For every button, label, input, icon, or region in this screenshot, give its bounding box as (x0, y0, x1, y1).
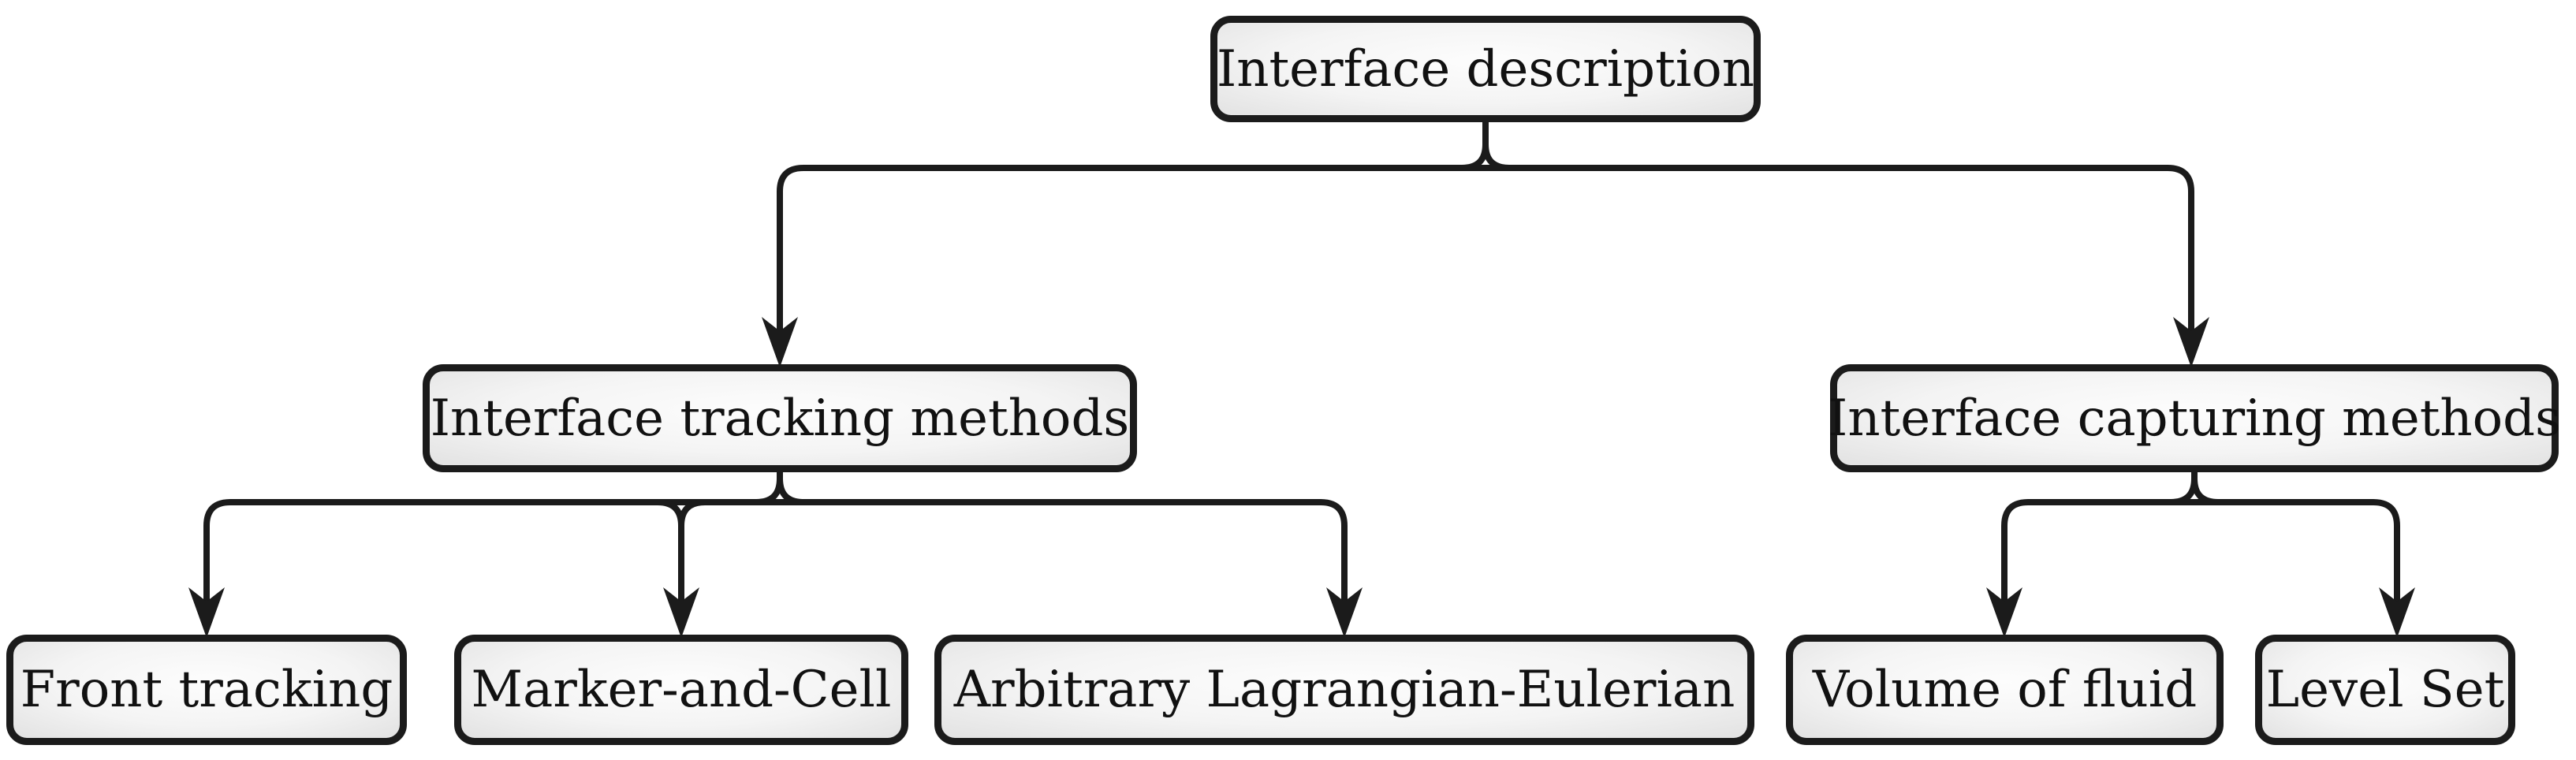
arrowhead (188, 587, 225, 638)
node-label: Volume of fluid (1812, 661, 2198, 719)
node-label: Interface description (1216, 39, 1755, 99)
node-label: Interface capturing methods (1828, 389, 2561, 448)
node-level-set: Level Set (2255, 635, 2515, 745)
node-label: Arbitrary Lagrangian-Eulerian (953, 661, 1735, 719)
connector-capturing-stub (2170, 470, 2219, 505)
node-front-tracking: Front tracking (6, 635, 407, 745)
node-label: Level Set (2265, 661, 2505, 719)
node-volume-of-fluid: Volume of fluid (1786, 635, 2224, 745)
node-label: Interface tracking methods (430, 389, 1130, 448)
connector-tracking-rail (203, 499, 1348, 602)
connector-root-rail (777, 165, 2194, 331)
node-label: Marker-and-Cell (471, 661, 892, 719)
node-label: Front tracking (20, 661, 393, 719)
arrowhead (1986, 587, 2022, 638)
node-marker-and-cell: Marker-and-Cell (454, 635, 908, 745)
arrowhead (762, 317, 798, 367)
arrowhead (663, 587, 699, 638)
connector-root-stub (1461, 118, 1510, 171)
connector-capturing-rail (2001, 499, 2400, 602)
arrowhead (2379, 587, 2415, 638)
connector-tracking-stub (755, 470, 804, 505)
arrowhead (2173, 317, 2209, 367)
node-interface-capturing-methods: Interface capturing methods (1828, 364, 2561, 472)
node-interface-description: Interface description (1210, 16, 1761, 122)
connector-tracking-middle-drop (657, 499, 706, 602)
node-interface-tracking-methods: Interface tracking methods (423, 364, 1137, 472)
node-arbitrary-lagrangian-eulerian: Arbitrary Lagrangian-Eulerian (934, 635, 1754, 745)
arrowhead (1326, 587, 1363, 638)
